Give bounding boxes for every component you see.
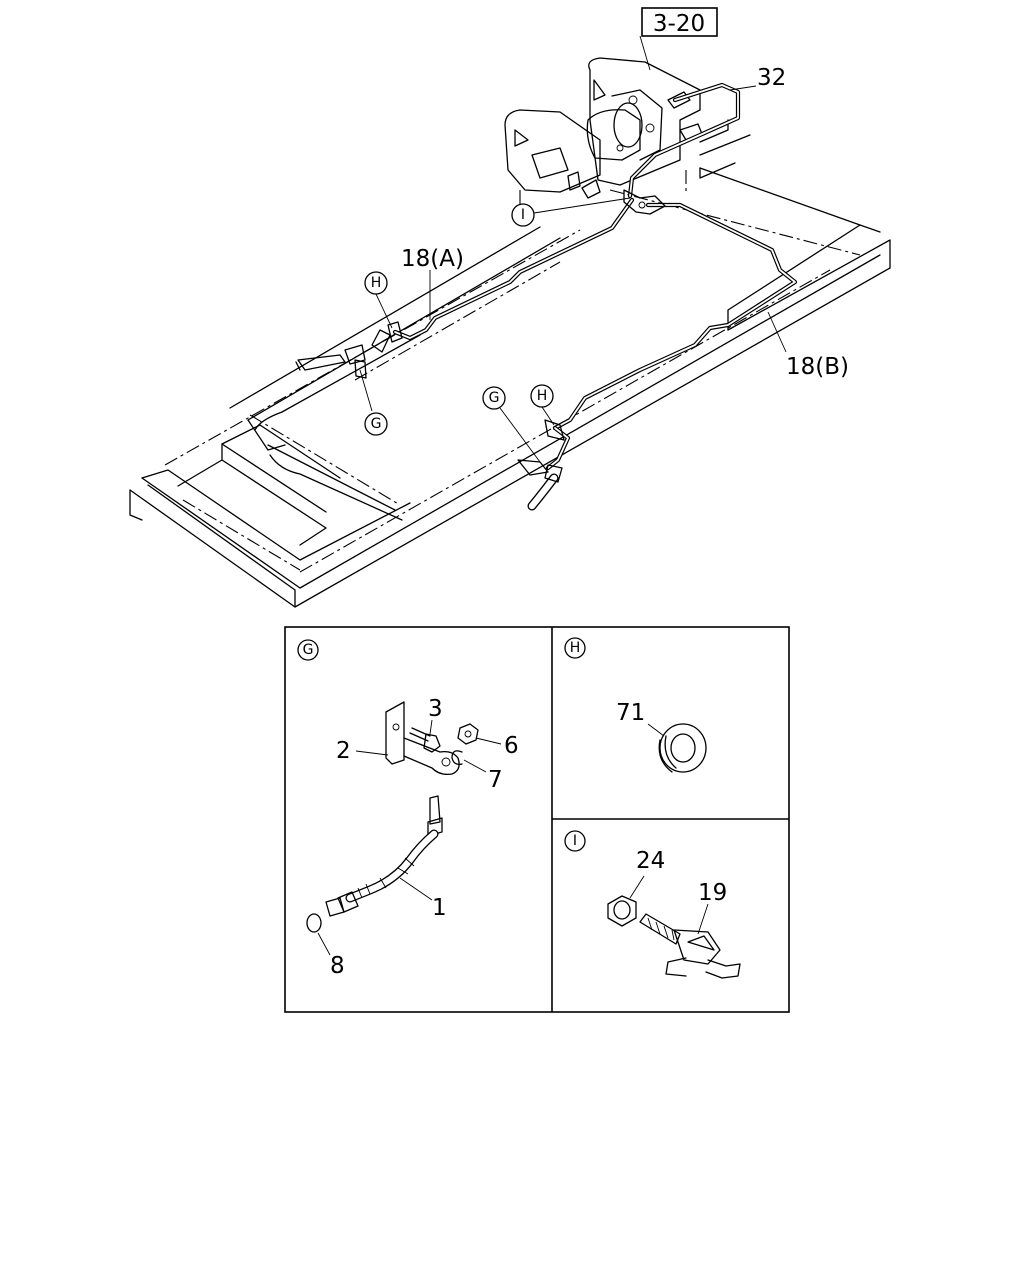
brake-pipes — [295, 82, 798, 511]
chassis-frame — [129, 119, 891, 608]
label-18a: 18(A) — [401, 246, 464, 272]
callout-g-left: G — [364, 412, 388, 436]
svg-text:G: G — [371, 416, 382, 432]
detail-g-label-8: 8 — [330, 953, 345, 979]
detail-h-tag: H — [570, 640, 581, 656]
detail-i: I 24 19 — [564, 830, 741, 979]
detail-panels — [284, 626, 790, 1013]
reference-box-label: 3-20 — [653, 11, 705, 37]
reference-box: 3-20 — [641, 7, 718, 37]
detail-g-label-6: 6 — [504, 733, 519, 759]
detail-i-tag: I — [573, 833, 577, 849]
detail-g-label-2: 2 — [336, 738, 351, 764]
label-32: 32 — [757, 65, 786, 91]
detail-h-label-71: 71 — [616, 700, 645, 726]
svg-text:G: G — [489, 390, 500, 406]
svg-text:H: H — [371, 275, 382, 291]
callout-h-left: H — [364, 271, 388, 295]
svg-text:I: I — [521, 207, 525, 223]
callout-i: I — [511, 203, 535, 227]
svg-text:H: H — [537, 388, 548, 404]
detail-i-label-24: 24 — [636, 848, 665, 874]
callout-h-right: H — [530, 384, 554, 408]
valve-assembly — [504, 57, 703, 199]
label-18b: 18(B) — [786, 354, 849, 380]
detail-g-tag: G — [303, 642, 314, 658]
detail-g-label-3: 3 — [428, 696, 443, 722]
detail-g-label-1: 1 — [432, 895, 447, 921]
detail-i-label-19: 19 — [698, 880, 727, 906]
detail-h: H 71 — [564, 637, 707, 773]
leader-lines — [359, 35, 787, 463]
detail-g: G 2 3 6 7 1 8 — [297, 639, 519, 979]
detail-g-label-7: 7 — [488, 767, 503, 793]
callout-g-right: G — [482, 386, 506, 410]
